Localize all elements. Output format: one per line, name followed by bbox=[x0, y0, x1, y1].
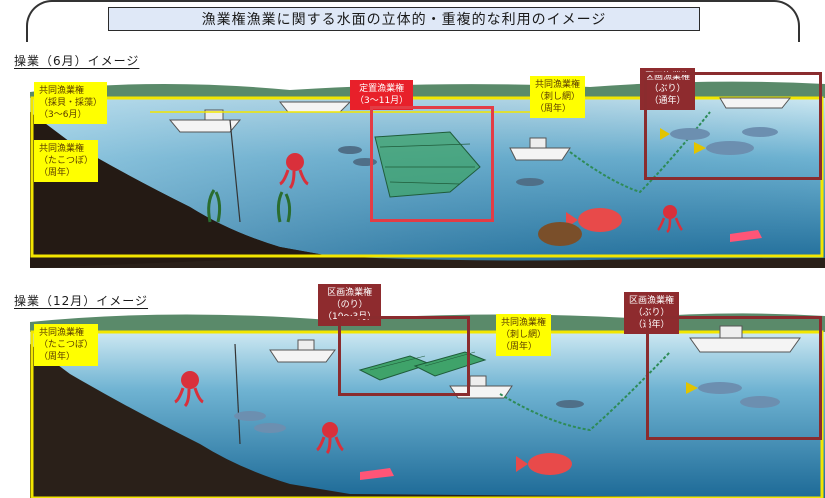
scene-june-illustration bbox=[30, 81, 825, 268]
operation-zone-frame bbox=[30, 330, 824, 498]
section-label-june: 操業（6月）イメージ bbox=[14, 54, 140, 68]
fish-icon bbox=[686, 382, 780, 408]
octopus-icon bbox=[316, 422, 344, 455]
squid-icon bbox=[360, 468, 394, 480]
tag-common-gillnet-december: 共同漁業権 （刺し網） （周年） bbox=[496, 314, 552, 356]
tag-common-octopus-june: 共同漁業権 （たこつぼ） （周年） bbox=[34, 140, 99, 182]
diagram-title: 漁業権漁業に関する水面の立体的・重複的な利用のイメージ bbox=[108, 7, 700, 31]
octopus-icon bbox=[279, 153, 309, 190]
zone-yellowtail-june bbox=[644, 72, 822, 180]
scene-december: 共同漁業権 （たこつぼ） （周年） 区画漁業権 （のり） （10～3月） 共同漁… bbox=[30, 284, 825, 498]
zone-fixed-net-june bbox=[370, 106, 494, 222]
tag-demarcated-yellowtail-december: 区画漁業権 （ぶり） （通年） bbox=[624, 292, 680, 334]
red-snapper-icon bbox=[516, 453, 572, 475]
tag-fixed-net-june: 定置漁業権 （3～11月） bbox=[350, 80, 414, 110]
zone-yellowtail-december bbox=[646, 316, 822, 440]
boat-icon bbox=[689, 325, 801, 353]
boat-icon bbox=[278, 101, 352, 113]
tag-common-shellfish-june: 共同漁業権 （採貝・採藻） （3～6月） bbox=[34, 82, 108, 124]
buoy-line-icon bbox=[234, 343, 241, 445]
fish-icon bbox=[660, 127, 778, 155]
boat-icon bbox=[269, 339, 336, 363]
boat-icon bbox=[168, 109, 242, 133]
top-frame-arc bbox=[26, 0, 800, 42]
fish-icon bbox=[234, 400, 584, 433]
tag-common-gillnet-june: 共同漁業権 （刺し網） （周年） bbox=[530, 76, 586, 118]
boat-icon bbox=[719, 97, 792, 109]
seabed bbox=[30, 344, 825, 498]
distant-hills bbox=[30, 81, 825, 100]
tag-demarcated-yellowtail-june: 区画漁業権 （ぶり） （通年） bbox=[640, 68, 696, 110]
boat-icon bbox=[509, 137, 571, 161]
scene-december-illustration bbox=[30, 313, 825, 498]
operation-zone-frame bbox=[30, 96, 824, 258]
squid-icon bbox=[730, 230, 762, 242]
scene-june: 共同漁業権 （採貝・採藻） （3～6月） 共同漁業権 （たこつぼ） （周年） 定… bbox=[30, 68, 825, 268]
flounder-icon bbox=[538, 222, 582, 246]
section-label-december: 操業（12月）イメージ bbox=[14, 294, 149, 308]
zone-nori-december bbox=[338, 316, 470, 396]
octopus-icon bbox=[174, 371, 204, 408]
octopus-icon bbox=[657, 205, 683, 234]
gillnet-icon bbox=[499, 351, 671, 432]
fixed-net-icon bbox=[374, 131, 481, 198]
seaweed-icon bbox=[207, 189, 292, 223]
tag-common-octopus-december: 共同漁業権 （たこつぼ） （周年） bbox=[34, 324, 99, 366]
